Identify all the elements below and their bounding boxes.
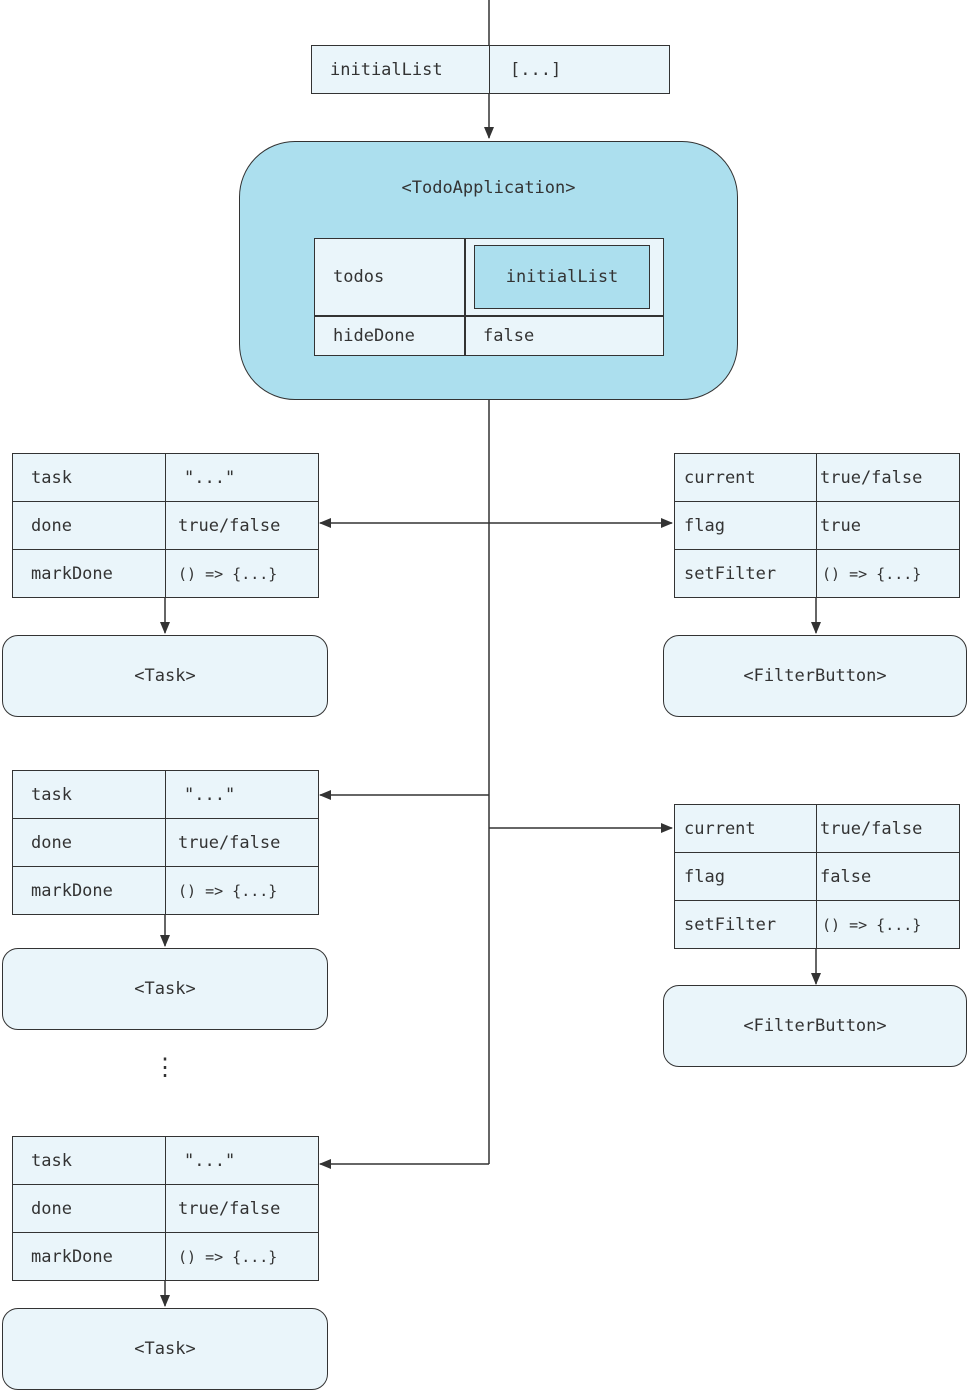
prop-value-markDone: () => {...}: [165, 1232, 319, 1281]
filter-button-component-1: <FilterButton>: [663, 635, 967, 717]
task-component-3: <Task>: [2, 1308, 328, 1390]
prop-value-done: true/false: [165, 1184, 319, 1233]
prop-name-current: current: [674, 804, 817, 853]
prop-name-flag: flag: [674, 501, 817, 550]
prop-value-markDone: () => {...}: [165, 549, 319, 598]
state-value-todos: initialList: [474, 245, 650, 309]
prop-value-done: true/false: [165, 501, 319, 550]
prop-value-setFilter: () => {...}: [816, 549, 960, 598]
prop-value-done: true/false: [165, 818, 319, 867]
prop-value-current: true/false: [816, 453, 960, 502]
prop-name-done: done: [12, 818, 166, 867]
prop-name-task: task: [12, 453, 166, 502]
state-name-hideDone: hideDone: [333, 326, 415, 346]
state-value-hideDone: false: [483, 326, 535, 346]
task-component-1: <Task>: [2, 635, 328, 717]
prop-name-setFilter: setFilter: [674, 549, 817, 598]
prop-value-flag: true: [816, 501, 960, 550]
prop-name-setFilter: setFilter: [674, 900, 817, 949]
prop-value-task: "...": [165, 1136, 319, 1185]
initial-props-table: initialList [...]: [311, 45, 670, 94]
state-name-todos: todos: [333, 267, 385, 287]
prop-value-current: true/false: [816, 804, 960, 853]
more-tasks-ellipsis: ⋮: [153, 1053, 177, 1081]
prop-value-setFilter: () => {...}: [816, 900, 960, 949]
prop-value-task: "...": [165, 453, 319, 502]
prop-name-markDone: markDone: [12, 549, 166, 598]
prop-value-initialList: [...]: [489, 45, 670, 94]
prop-name-task: task: [12, 1136, 166, 1185]
task-component-2: <Task>: [2, 948, 328, 1030]
prop-name-markDone: markDone: [12, 866, 166, 915]
prop-name-task: task: [12, 770, 166, 819]
prop-name-current: current: [674, 453, 817, 502]
prop-value-task: "...": [165, 770, 319, 819]
filter-button-component-2: <FilterButton>: [663, 985, 967, 1067]
todo-application-title: <TodoApplication>: [401, 178, 576, 198]
prop-value-markDone: () => {...}: [165, 866, 319, 915]
prop-value-flag: false: [816, 852, 960, 901]
prop-name-done: done: [12, 501, 166, 550]
prop-name-initialList: initialList: [311, 45, 490, 94]
prop-name-flag: flag: [674, 852, 817, 901]
prop-name-done: done: [12, 1184, 166, 1233]
app-state-table: todos hideDone false initialList: [314, 238, 664, 356]
prop-name-markDone: markDone: [12, 1232, 166, 1281]
